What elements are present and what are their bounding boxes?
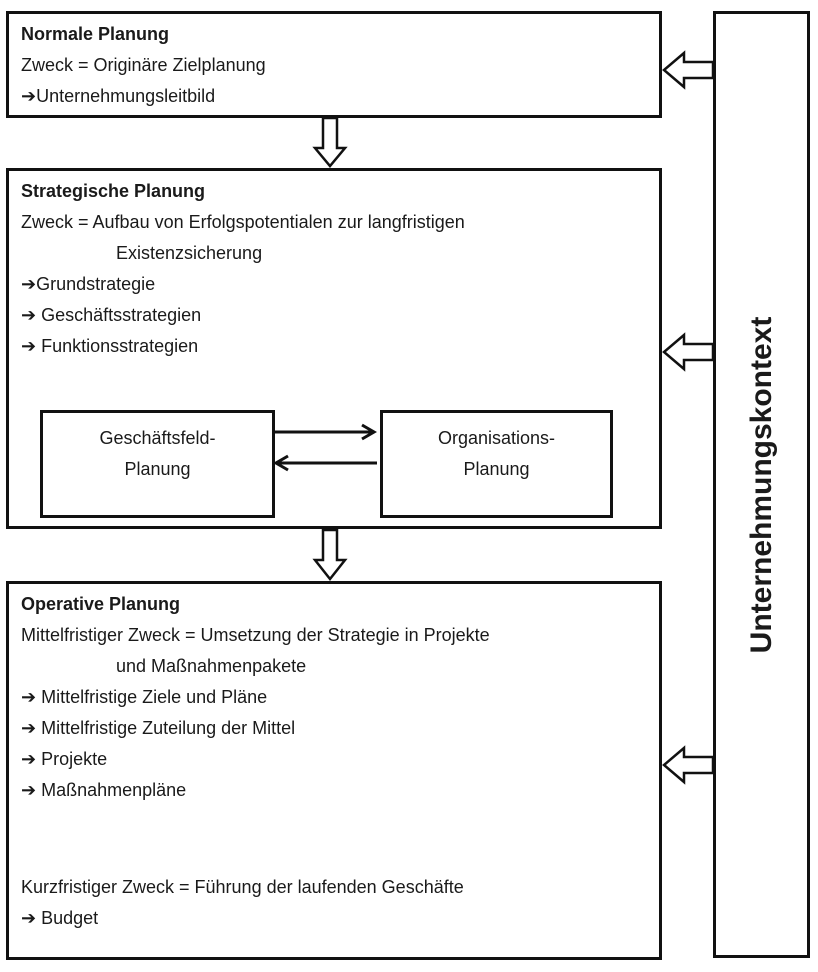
down-arrow-icon — [312, 528, 348, 582]
strategic-purpose-cont: Existenzsicherung — [116, 243, 263, 263]
normal-planning-box: Normale Planung Zweck = Originäre Zielpl… — [6, 11, 662, 118]
organisation-label-2: Planung — [463, 459, 530, 479]
strategic-planning-title: Strategische Planung — [21, 181, 206, 201]
operative-planning-box: Operative Planung Mittelfristiger Zweck … — [6, 581, 662, 960]
context-box: Unternehmungskontext — [713, 11, 810, 958]
normal-planning-title: Normale Planung — [21, 24, 170, 44]
strategic-item: ➔Grundstrategie — [21, 274, 156, 294]
short-term-item: ➔ Budget — [21, 908, 99, 928]
strategic-planning-box: Strategische Planung Zweck = Aufbau von … — [6, 168, 662, 529]
normal-result: ➔Unternehmungsleitbild — [21, 86, 216, 106]
left-arrow-icon — [662, 332, 715, 372]
operative-planning-title: Operative Planung — [21, 594, 181, 614]
business-field-label-2: Planung — [124, 459, 191, 479]
short-term-purpose: Kurzfristiger Zweck = Führung der laufen… — [21, 877, 464, 897]
strategic-purpose: Zweck = Aufbau von Erfolgspotentialen zu… — [21, 212, 465, 232]
operative-purpose-cont: und Maßnahmenpakete — [116, 656, 307, 676]
normal-purpose: Zweck = Originäre Zielplanung — [21, 55, 266, 75]
operative-item: ➔ Mittelfristige Ziele und Pläne — [21, 687, 268, 707]
strategic-item: ➔ Funktionsstrategien — [21, 336, 199, 356]
organisation-label: Organisations- — [437, 428, 556, 448]
down-arrow-icon — [312, 116, 348, 168]
strategic-item: ➔ Geschäftsstrategien — [21, 305, 202, 325]
operative-item: ➔ Maßnahmenpläne — [21, 780, 187, 800]
business-field-label: Geschäftsfeld- — [99, 428, 216, 448]
operative-item: ➔ Mittelfristige Zuteilung der Mittel — [21, 718, 296, 738]
organisation-planning-box: Organisations- Planung — [380, 410, 613, 518]
business-field-planning-box: Geschäftsfeld- Planung — [40, 410, 275, 518]
left-arrow-icon — [662, 50, 715, 90]
left-arrow-icon — [662, 745, 715, 785]
operative-item: ➔ Projekte — [21, 749, 108, 769]
operative-purpose: Mittelfristiger Zweck = Umsetzung der St… — [21, 625, 490, 645]
